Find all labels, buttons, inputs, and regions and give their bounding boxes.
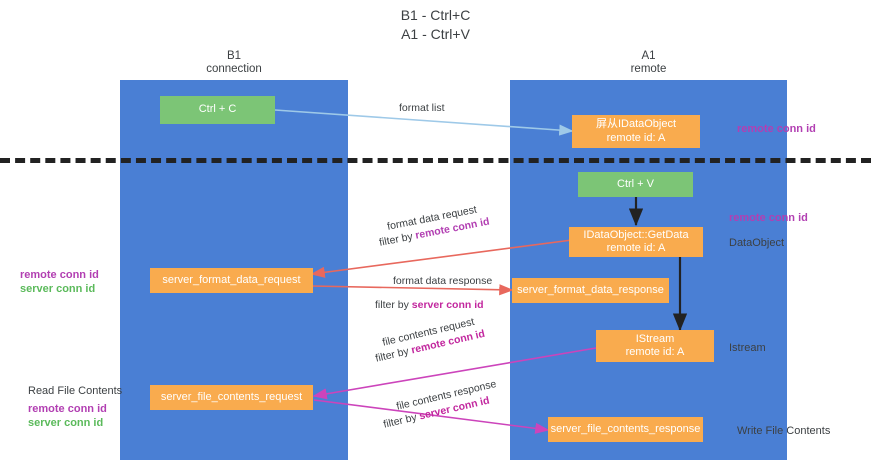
filter-key-server-conn-id: server conn id	[411, 299, 484, 311]
edge-label-format-data-response: format data response	[393, 275, 493, 287]
filter-prefix: filter by	[375, 299, 412, 311]
node-ctrl-c-label: Ctrl + C	[198, 103, 237, 116]
filter-prefix: filter by	[374, 344, 413, 365]
lane-header-b1: B1 connection	[206, 50, 262, 75]
node-idataobject-sub: remote id: A	[606, 131, 666, 144]
node-istream-label: IStream	[635, 332, 675, 345]
filter-prefix: filter by	[378, 229, 417, 249]
edge-label-format-data-response-filter: filter by server conn id	[375, 298, 484, 312]
annotation-read-file-contents: Read File Contents	[28, 385, 123, 397]
node-istream[interactable]: IStream remote id: A	[596, 330, 714, 362]
node-server-file-contents-response[interactable]: server_file_contents_response	[548, 417, 703, 442]
node-idataobject-label: 屏从IDataObject	[595, 118, 677, 130]
node-server-format-data-request[interactable]: server_format_data_request	[150, 268, 313, 293]
node-server-file-contents-request-label: server_file_contents_request	[160, 390, 303, 403]
edge-label-format-list: format list	[399, 102, 445, 114]
annotation-left-keys-mid: remote conn id server conn id	[20, 269, 99, 295]
node-idataobject[interactable]: 屏从IDataObject remote id: A	[572, 115, 700, 148]
node-ctrl-v[interactable]: Ctrl + V	[578, 172, 693, 197]
node-server-format-data-response-label: server_format_data_response	[517, 283, 664, 296]
annotation-dataobject: DataObject	[729, 237, 785, 249]
node-ctrl-v-label: Ctrl + V	[617, 177, 654, 190]
node-istream-sub: remote id: A	[625, 346, 685, 358]
annotation-write-file-contents: Write File Contents	[737, 425, 831, 437]
node-server-file-contents-response-label: server_file_contents_response	[550, 422, 701, 435]
annotation-left-keys-bot: remote conn id server conn id	[28, 403, 107, 429]
node-ctrl-c[interactable]: Ctrl + C	[160, 96, 275, 124]
node-server-format-data-response[interactable]: server_format_data_response	[512, 278, 669, 303]
annotation-remote-conn-id-mid: remote conn id	[729, 212, 808, 224]
filter-prefix: filter by	[382, 410, 421, 431]
node-server-file-contents-request[interactable]: server_file_contents_request	[150, 385, 313, 410]
diagram-title: B1 - Ctrl+C A1 - Ctrl+V	[400, 7, 471, 42]
annotation-istream: Istream	[729, 342, 766, 354]
annotation-remote-conn-id-top: remote conn id	[737, 123, 816, 135]
node-idataobject-getdata[interactable]: IDataObject::GetData remote id: A	[569, 227, 703, 257]
node-server-format-data-request-label: server_format_data_request	[162, 273, 301, 286]
lane-header-a1: A1 remote	[630, 50, 667, 75]
phase-divider	[0, 158, 871, 163]
node-idataobject-getdata-sub: remote id: A	[606, 242, 666, 254]
node-idataobject-getdata-label: IDataObject::GetData	[583, 228, 689, 241]
